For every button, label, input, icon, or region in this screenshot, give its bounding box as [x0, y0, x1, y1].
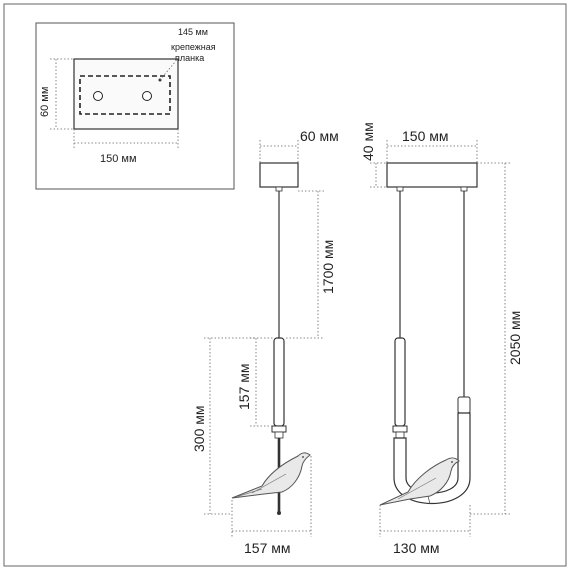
mounting-plate-view: 145 мм крепежная планка 60 мм 150 мм	[35, 22, 235, 190]
front-bird-eye	[451, 461, 453, 463]
front-canopy	[386, 162, 478, 188]
screw-hole-right	[142, 91, 152, 101]
mounting-strip	[79, 75, 171, 115]
body-height-label: 300 мм	[191, 406, 207, 453]
side-light-tube	[273, 337, 285, 427]
total-height-label: 2050 мм	[507, 311, 523, 365]
strip-caption-line1: крепежная	[171, 42, 216, 52]
side-canopy-depth-label: 60 мм	[300, 128, 339, 144]
front-bird-wing	[397, 477, 437, 500]
front-collar-right	[457, 396, 471, 414]
front-bird-foot	[427, 495, 431, 505]
side-bird-wing	[251, 473, 287, 494]
strip-caption-line2: планка	[175, 53, 204, 63]
strip-pointer-line	[159, 61, 176, 81]
side-collar	[271, 425, 287, 433]
front-canopy-mount-right	[460, 186, 468, 192]
front-collar-left-ring	[395, 431, 405, 439]
side-canopy-mount	[275, 186, 283, 192]
side-bird-tail-a	[235, 488, 263, 498]
side-collar-ring	[274, 431, 284, 439]
plate-height-label: 60 мм	[39, 87, 51, 117]
plate-width-label: 150 мм	[100, 153, 137, 165]
front-collar-left	[392, 425, 408, 433]
side-bird-eye	[302, 456, 304, 458]
side-bird	[231, 452, 311, 499]
tube-length-label: 157 мм	[236, 364, 252, 411]
front-tube-left	[394, 337, 406, 427]
front-canopy-height-label: 40 мм	[360, 122, 376, 161]
front-view: 40 мм 150 мм 2050 мм 130 мм	[360, 122, 523, 556]
screw-hole-left	[93, 91, 103, 101]
side-rod-tip	[277, 511, 281, 515]
cable-length-label: 1700 мм	[320, 240, 336, 294]
side-canopy	[259, 162, 299, 188]
front-base-width-label: 130 мм	[393, 540, 440, 556]
side-view: 60 мм 1700 мм 157 мм 300 мм 157 мм	[191, 128, 339, 556]
side-base-width-label: 157 мм	[244, 540, 291, 556]
front-bird	[379, 457, 460, 506]
front-canopy-width-label: 150 мм	[402, 128, 449, 144]
front-canopy-mount-left	[396, 186, 404, 192]
strip-width-label: 145 мм	[178, 27, 208, 37]
plate-inset-frame	[35, 22, 235, 190]
drawing-border	[3, 3, 567, 567]
canopy-plate	[73, 58, 179, 130]
